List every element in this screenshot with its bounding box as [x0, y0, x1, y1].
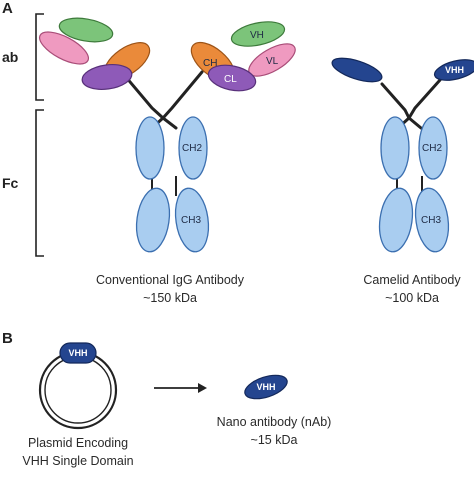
igg-left-vh-domain — [58, 17, 114, 43]
camelid-antibody: VHH CH2 CH3 — [331, 57, 474, 253]
igg-right-cl-domain — [207, 64, 257, 92]
camelid-right-arm — [407, 78, 442, 120]
panel-b-letter: B — [2, 330, 13, 347]
plasmid-vhh-insert — [59, 342, 97, 364]
igg-caption-title: Conventional IgG Antibody — [96, 273, 245, 287]
igg-left-arm — [118, 68, 165, 120]
igg-left-vl-domain — [39, 31, 89, 65]
fc-bracket — [35, 109, 44, 257]
camelid-left-ch3-domain — [378, 187, 414, 253]
camelid-caption-title: Camelid Antibody — [363, 273, 461, 287]
camelid-left-ch2-domain — [380, 116, 410, 180]
expression-arrow — [154, 383, 207, 393]
igg-right-vh-domain — [230, 21, 286, 47]
igg-ch3-label: CH3 — [181, 215, 201, 226]
camelid-left-vhh-domain — [331, 57, 383, 83]
camelid-ch3-label: CH3 — [421, 215, 441, 226]
igg-left-cl-domain — [81, 64, 133, 90]
camelid-left-arm — [380, 82, 411, 120]
igg-cl-label: CL — [224, 74, 237, 85]
igg-ch2-label: CH2 — [182, 143, 202, 154]
igg-vl-label: VL — [266, 56, 279, 67]
plasmid-inner-ring — [44, 356, 112, 424]
igg-stem-right — [161, 116, 178, 130]
panel-a-letter: A — [2, 0, 13, 17]
camelid-caption-weight: ~100 kDa — [385, 291, 439, 305]
plasmid-vhh-label: VHH — [68, 348, 87, 358]
igg-antibody: VH VL CH CL CH2 CH3 — [39, 17, 296, 253]
camelid-ch2-label: CH2 — [422, 143, 442, 154]
camelid-vhh-label: VHH — [445, 65, 464, 75]
igg-right-ch3-domain — [174, 187, 210, 253]
plasmid-caption-title: Plasmid Encoding — [28, 436, 128, 450]
fc-label: Fc — [2, 175, 19, 191]
nanobody-caption-weight: ~15 kDa — [251, 433, 298, 447]
camelid-right-ch3-domain — [414, 187, 450, 253]
nanobody-vhh-domain — [244, 374, 288, 400]
igg-left-ch3-domain — [135, 187, 171, 253]
igg-caption-weight: ~150 kDa — [143, 291, 197, 305]
nanobody-caption-title: Nano antibody (nAb) — [217, 415, 332, 429]
igg-right-ch2-domain — [178, 116, 208, 180]
plasmid: VHH — [38, 342, 118, 430]
camelid-right-ch2-domain — [418, 116, 448, 180]
camelid-stem-right — [407, 116, 423, 130]
camelid-right-vhh-domain — [433, 59, 474, 81]
igg-right-arm — [161, 70, 204, 120]
igg-ch-label: CH — [203, 58, 217, 69]
nanobody-vhh-label: VHH — [256, 382, 275, 392]
fab-bracket — [35, 13, 44, 101]
igg-vh-label: VH — [250, 30, 264, 41]
igg-left-ch2-domain — [135, 116, 165, 180]
fab-label: ab — [2, 49, 18, 65]
plasmid-caption-subtitle: VHH Single Domain — [22, 454, 133, 468]
